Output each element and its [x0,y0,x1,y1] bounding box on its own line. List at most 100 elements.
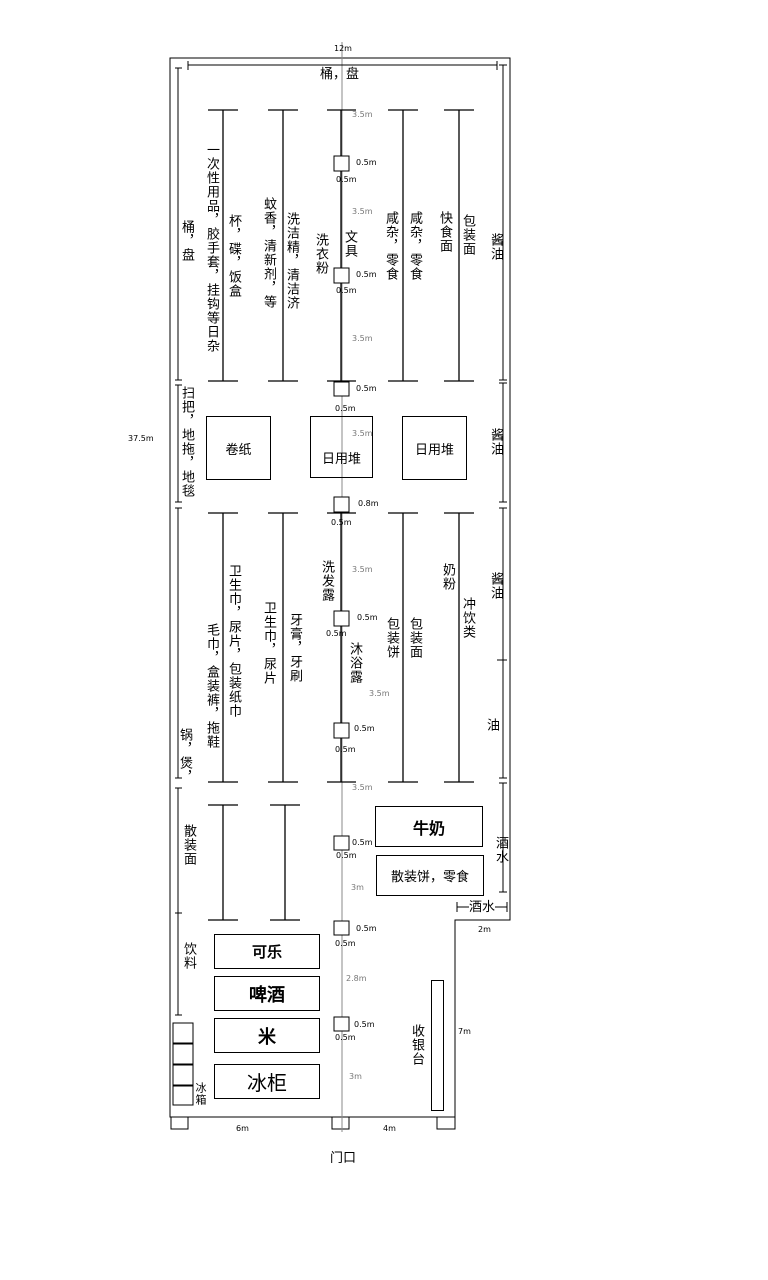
shelf-label: 沐浴露 [347,642,362,684]
shelf-label: 蚊香，清新剂，等 [261,197,276,309]
shelf-label: 牙膏，牙刷 [287,613,302,683]
left-wall-label: 散装面 [181,824,196,866]
middle-shelves [208,512,474,783]
door-pillar [436,1116,456,1130]
shelf-label: 卫生巾，尿片 [261,601,276,685]
pillar-dim: 0.5m [326,629,347,638]
right-wall-label: 酱油 [488,233,503,261]
pile-rolled-paper: 卷纸 [206,416,271,480]
pillar-dim: 0.5m [357,613,378,622]
counter-label: 米 [258,1026,276,1048]
shelf-label: 包装饼 [384,617,399,659]
fridges [172,1022,194,1106]
door-pillar [331,1116,350,1130]
pillar-dim: 0.5m [335,745,356,754]
pillar-dim: 0.5m [336,851,357,860]
pillar-dim: 0.5m [356,270,377,279]
notch-width-dimension: 2m [478,925,491,934]
shelf-label: 洗衣粉 [313,233,328,275]
door-pillar [170,1116,189,1130]
checkout-counter [431,980,444,1111]
counter-label: 冰柜 [247,1071,287,1095]
shelf-label: 洗洁精，清洁济 [284,212,299,310]
right-wall-label: 油 [484,718,499,732]
pillar-dim: 0.5m [336,286,357,295]
pillar-dim: 0.5m [356,384,377,393]
left-wall-label: 锅，煲， [177,728,192,784]
shelf-label: 冲饮类 [460,597,475,639]
pillar-dim: 0.8m [358,499,379,508]
pillars [333,155,350,1032]
pillar-dim: 0.5m [335,1033,356,1042]
left-wall-label: 桶，盘 [179,220,194,262]
shelf-label: 杯，碟，饭盒 [226,214,241,298]
pillar-dim: 0.5m [335,404,356,413]
pillar-dim: 0.5m [336,175,357,184]
milk-area: 牛奶 [375,806,483,847]
entrance-label[interactable]: 门口 [330,1151,357,1166]
shelf-label: 毛巾，盒装裤，拖鞋 [204,623,219,749]
aisle-dim: 3.5m [352,207,373,216]
notch-height-dimension: 7m [458,1027,471,1036]
right-wall-label: 酒水 [493,836,508,864]
shelf-label: 包装面 [407,617,422,659]
pile-daily-goods: 日用堆 [310,416,373,478]
right-wall-label: 酱油 [488,572,503,600]
beer-area: 啤酒 [214,976,320,1011]
width-dimension: 12m [334,44,352,53]
pillar-dim: 0.5m [356,924,377,933]
pile-daily-goods: 日用堆 [402,416,467,480]
outer-wall [169,57,511,1118]
aisle-dim: 3.5m [352,110,373,119]
bottom-right-dimension: 4m [383,1124,396,1133]
pile-label: 日用堆 [321,452,361,467]
fridge-label: 冰箱 [194,1082,207,1106]
pile-label: 卷纸 [225,442,252,458]
shelf-label: 快食面 [437,211,452,253]
aisle-dim: 3.5m [352,783,373,792]
aisle-dim: 3.5m [369,689,390,698]
shelf-label: 咸杂，零食 [383,211,398,281]
pillar-dim: 0.5m [354,724,375,733]
counter-label: 散装饼，零食 [390,870,469,885]
rice-area: 米 [214,1018,320,1053]
aisle-dim: 3.5m [352,334,373,343]
left-wall-label: 饮料 [181,942,196,970]
shelf-label: 文具 [342,230,357,258]
pile-label: 日用堆 [414,442,454,458]
aisle-dim: 3m [351,883,364,892]
aisle-dim: 2.8m [346,974,367,983]
pillar-dim: 0.5m [335,939,356,948]
checkout-label: 收银台 [409,1024,424,1066]
bottom-shelves [208,804,300,921]
aisle-dim: 3.5m [352,429,373,438]
right-wall-shelves [456,64,508,912]
left-wall-shelves [175,67,182,1016]
shelf-label: 咸杂，零食 [407,211,422,281]
length-dimension: 37.5m [128,434,154,443]
bulk-biscuits-area: 散装饼，零食 [376,855,484,896]
notch-label: 酒水 [469,900,496,915]
counter-label: 可乐 [251,943,282,961]
bottom-left-dimension: 6m [236,1124,249,1133]
left-wall-label: 扫把，地拖，地毯 [179,386,194,498]
cola-area: 可乐 [214,934,320,969]
top-wall-label: 桶，盘 [320,67,360,82]
aisle-dim: 3.5m [352,565,373,574]
aisle-dim: 3m [349,1072,362,1081]
counter-label: 牛奶 [412,818,445,838]
right-wall-label: 酱油 [488,428,503,456]
top-dimension-line [187,61,498,70]
pillar-dim: 0.5m [354,1020,375,1029]
pillar-dim: 0.5m [352,838,373,847]
pillar-dim: 0.5m [356,158,377,167]
freezer-area: 冰柜 [214,1064,320,1099]
shelf-label: 一次性用品，胶手套，挂钩等日杂 [204,143,219,353]
top-shelves [208,109,474,382]
shelf-label: 包装面 [460,214,475,256]
shelf-label: 卫生巾，尿片，包装纸巾 [226,564,241,718]
counter-label: 啤酒 [249,984,285,1006]
shelf-label: 奶粉 [440,563,455,591]
